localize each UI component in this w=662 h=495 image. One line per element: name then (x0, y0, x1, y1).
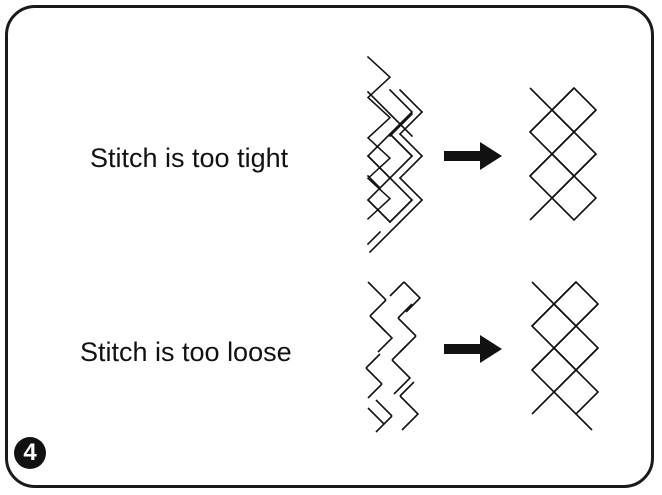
arrow-tight (444, 142, 502, 170)
illustration-frame (5, 5, 654, 488)
tight-stitch-before (366, 55, 424, 254)
loose-stitch-before (365, 281, 422, 433)
tight-stitch-after (528, 86, 598, 222)
tight-stitch-label: Stitch is too tight (90, 143, 289, 173)
loose-stitch-after (530, 280, 600, 431)
loose-stitch-label: Stitch is too loose (80, 337, 292, 367)
step-number-badge: 4 (14, 437, 46, 469)
arrow-loose (444, 335, 502, 363)
